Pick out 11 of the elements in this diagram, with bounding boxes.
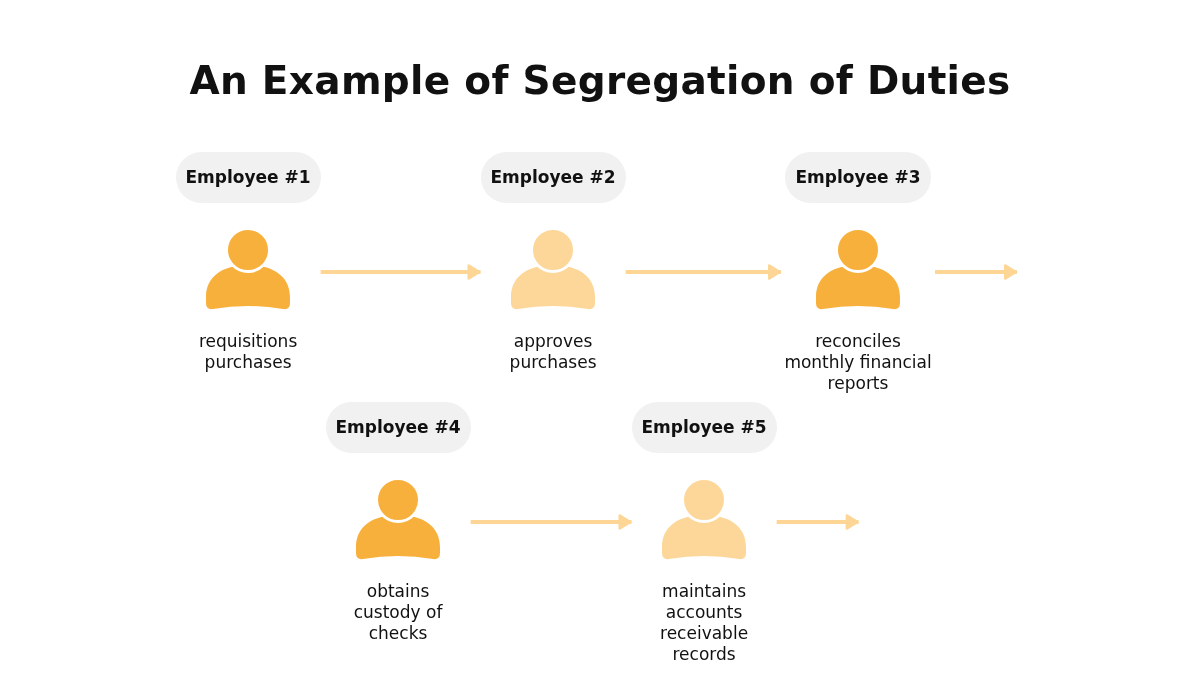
role-description: approves purchases xyxy=(508,331,598,373)
employee-tag: Employee #1 xyxy=(175,152,321,203)
role-description: obtains custody of checks xyxy=(352,581,444,644)
employee-tag: Employee #4 xyxy=(325,402,471,453)
employee-tag: Employee #5 xyxy=(631,402,777,453)
diagram-title: An Example of Segregation of Duties xyxy=(189,58,1011,103)
employee-tag: Employee #3 xyxy=(785,152,931,203)
role-description: reconciles monthly financial reports xyxy=(783,331,933,394)
employee-tag: Employee #2 xyxy=(480,152,626,203)
role-description: maintains accounts receivable records xyxy=(659,581,750,665)
role-description: requisitions purchases xyxy=(197,331,299,373)
